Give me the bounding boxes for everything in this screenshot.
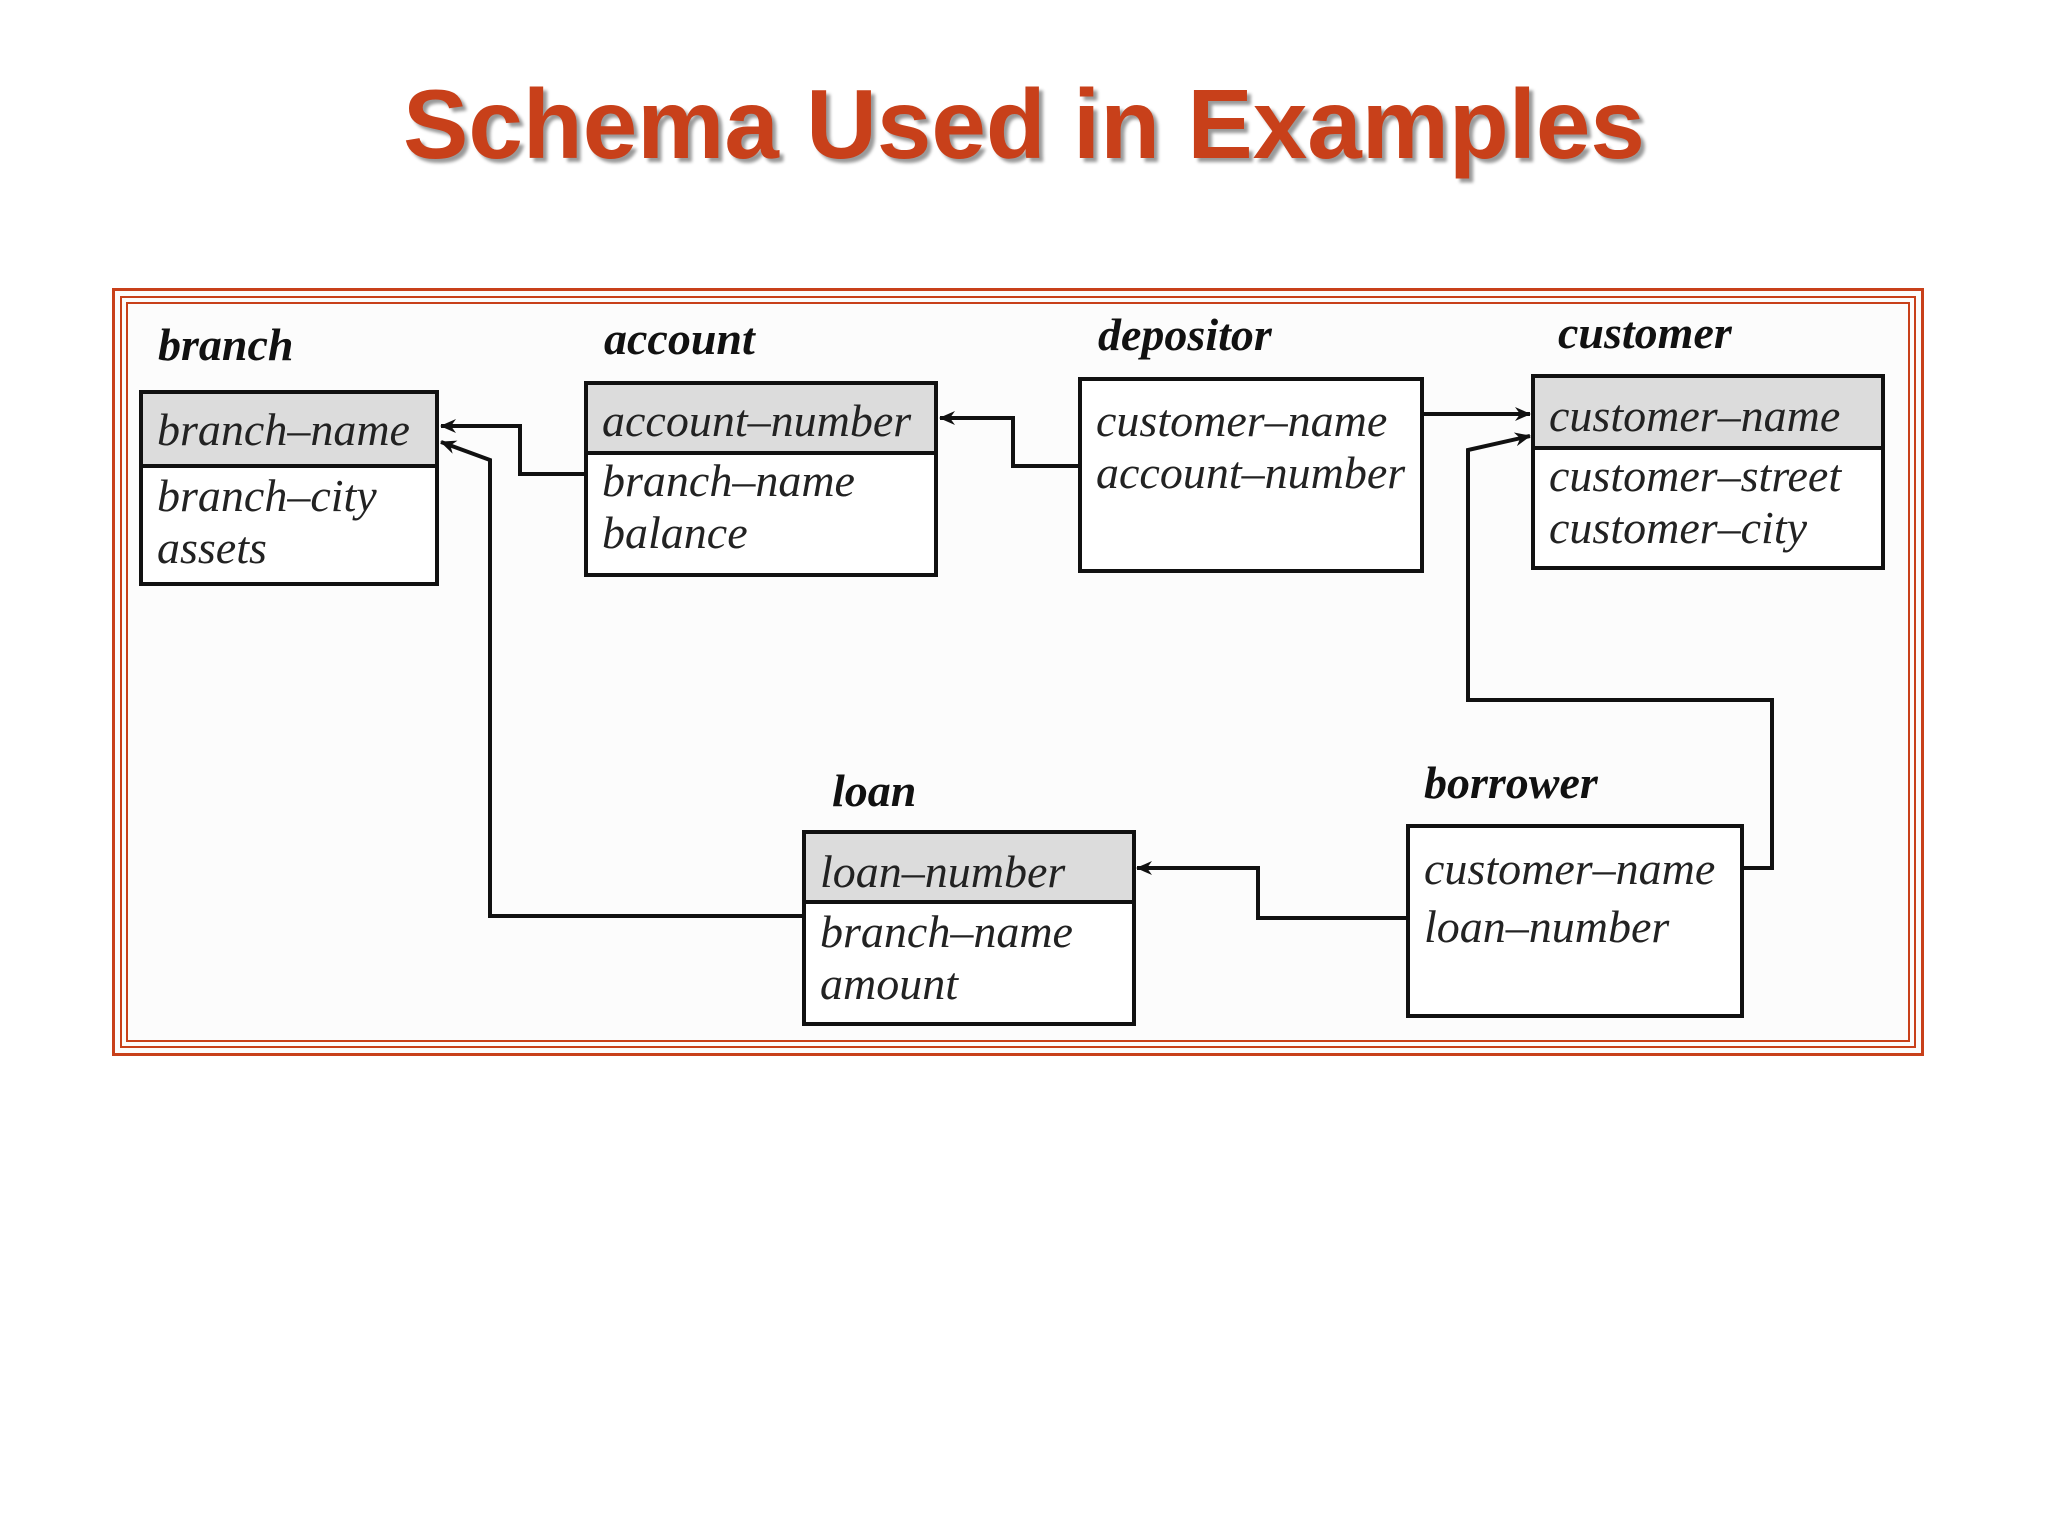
primary-key-attribute: customer–name xyxy=(1549,390,1841,441)
primary-key-attribute: loan–number xyxy=(820,846,1066,897)
slide-title: Schema Used in Examples xyxy=(403,69,1645,179)
attribute-list: branch–name amount xyxy=(806,904,1132,1010)
relation-box-branch: branch–name branch–city assets xyxy=(139,390,439,586)
primary-key-section: account–number xyxy=(588,385,934,455)
relation-box-customer: customer–name customer–street customer–c… xyxy=(1531,374,1885,570)
relation-name-loan: loan xyxy=(832,765,917,816)
attribute: customer–city xyxy=(1549,502,1808,553)
attribute-list: customer–street customer–city xyxy=(1535,450,1881,554)
attribute: customer–name xyxy=(1424,843,1716,894)
attribute: balance xyxy=(602,507,748,558)
attribute-list: customer–name loan–number xyxy=(1410,828,1740,956)
primary-key-attribute: account–number xyxy=(602,395,912,446)
relation-name-customer: customer xyxy=(1558,307,1732,358)
primary-key-section: customer–name xyxy=(1535,378,1881,450)
frame-border-innermost xyxy=(126,302,1910,1042)
relation-box-depositor: customer–name account–number xyxy=(1078,377,1424,573)
primary-key-section: loan–number xyxy=(806,834,1132,904)
relation-name-depositor: depositor xyxy=(1098,309,1272,360)
primary-key-section: branch–name xyxy=(143,394,435,468)
attribute-list: customer–name account–number xyxy=(1082,381,1420,499)
attribute: account–number xyxy=(1096,447,1406,498)
attribute: assets xyxy=(157,522,267,573)
relation-name-borrower: borrower xyxy=(1424,757,1598,808)
attribute: amount xyxy=(820,958,958,1009)
relation-name-account: account xyxy=(604,313,755,364)
attribute-list: branch–name balance xyxy=(588,455,934,559)
attribute: branch–city xyxy=(157,470,377,521)
attribute: customer–name xyxy=(1096,395,1388,446)
attribute-list: branch–city assets xyxy=(143,468,435,574)
attribute: loan–number xyxy=(1424,901,1670,952)
attribute: customer–street xyxy=(1549,450,1842,501)
attribute: branch–name xyxy=(820,906,1073,957)
relation-box-loan: loan–number branch–name amount xyxy=(802,830,1136,1026)
primary-key-attribute: branch–name xyxy=(157,404,410,455)
relation-box-account: account–number branch–name balance xyxy=(584,381,938,577)
attribute: branch–name xyxy=(602,455,855,506)
relation-box-borrower: customer–name loan–number xyxy=(1406,824,1744,1018)
relation-name-branch: branch xyxy=(158,319,294,370)
frame-border-inner xyxy=(120,296,1916,1048)
